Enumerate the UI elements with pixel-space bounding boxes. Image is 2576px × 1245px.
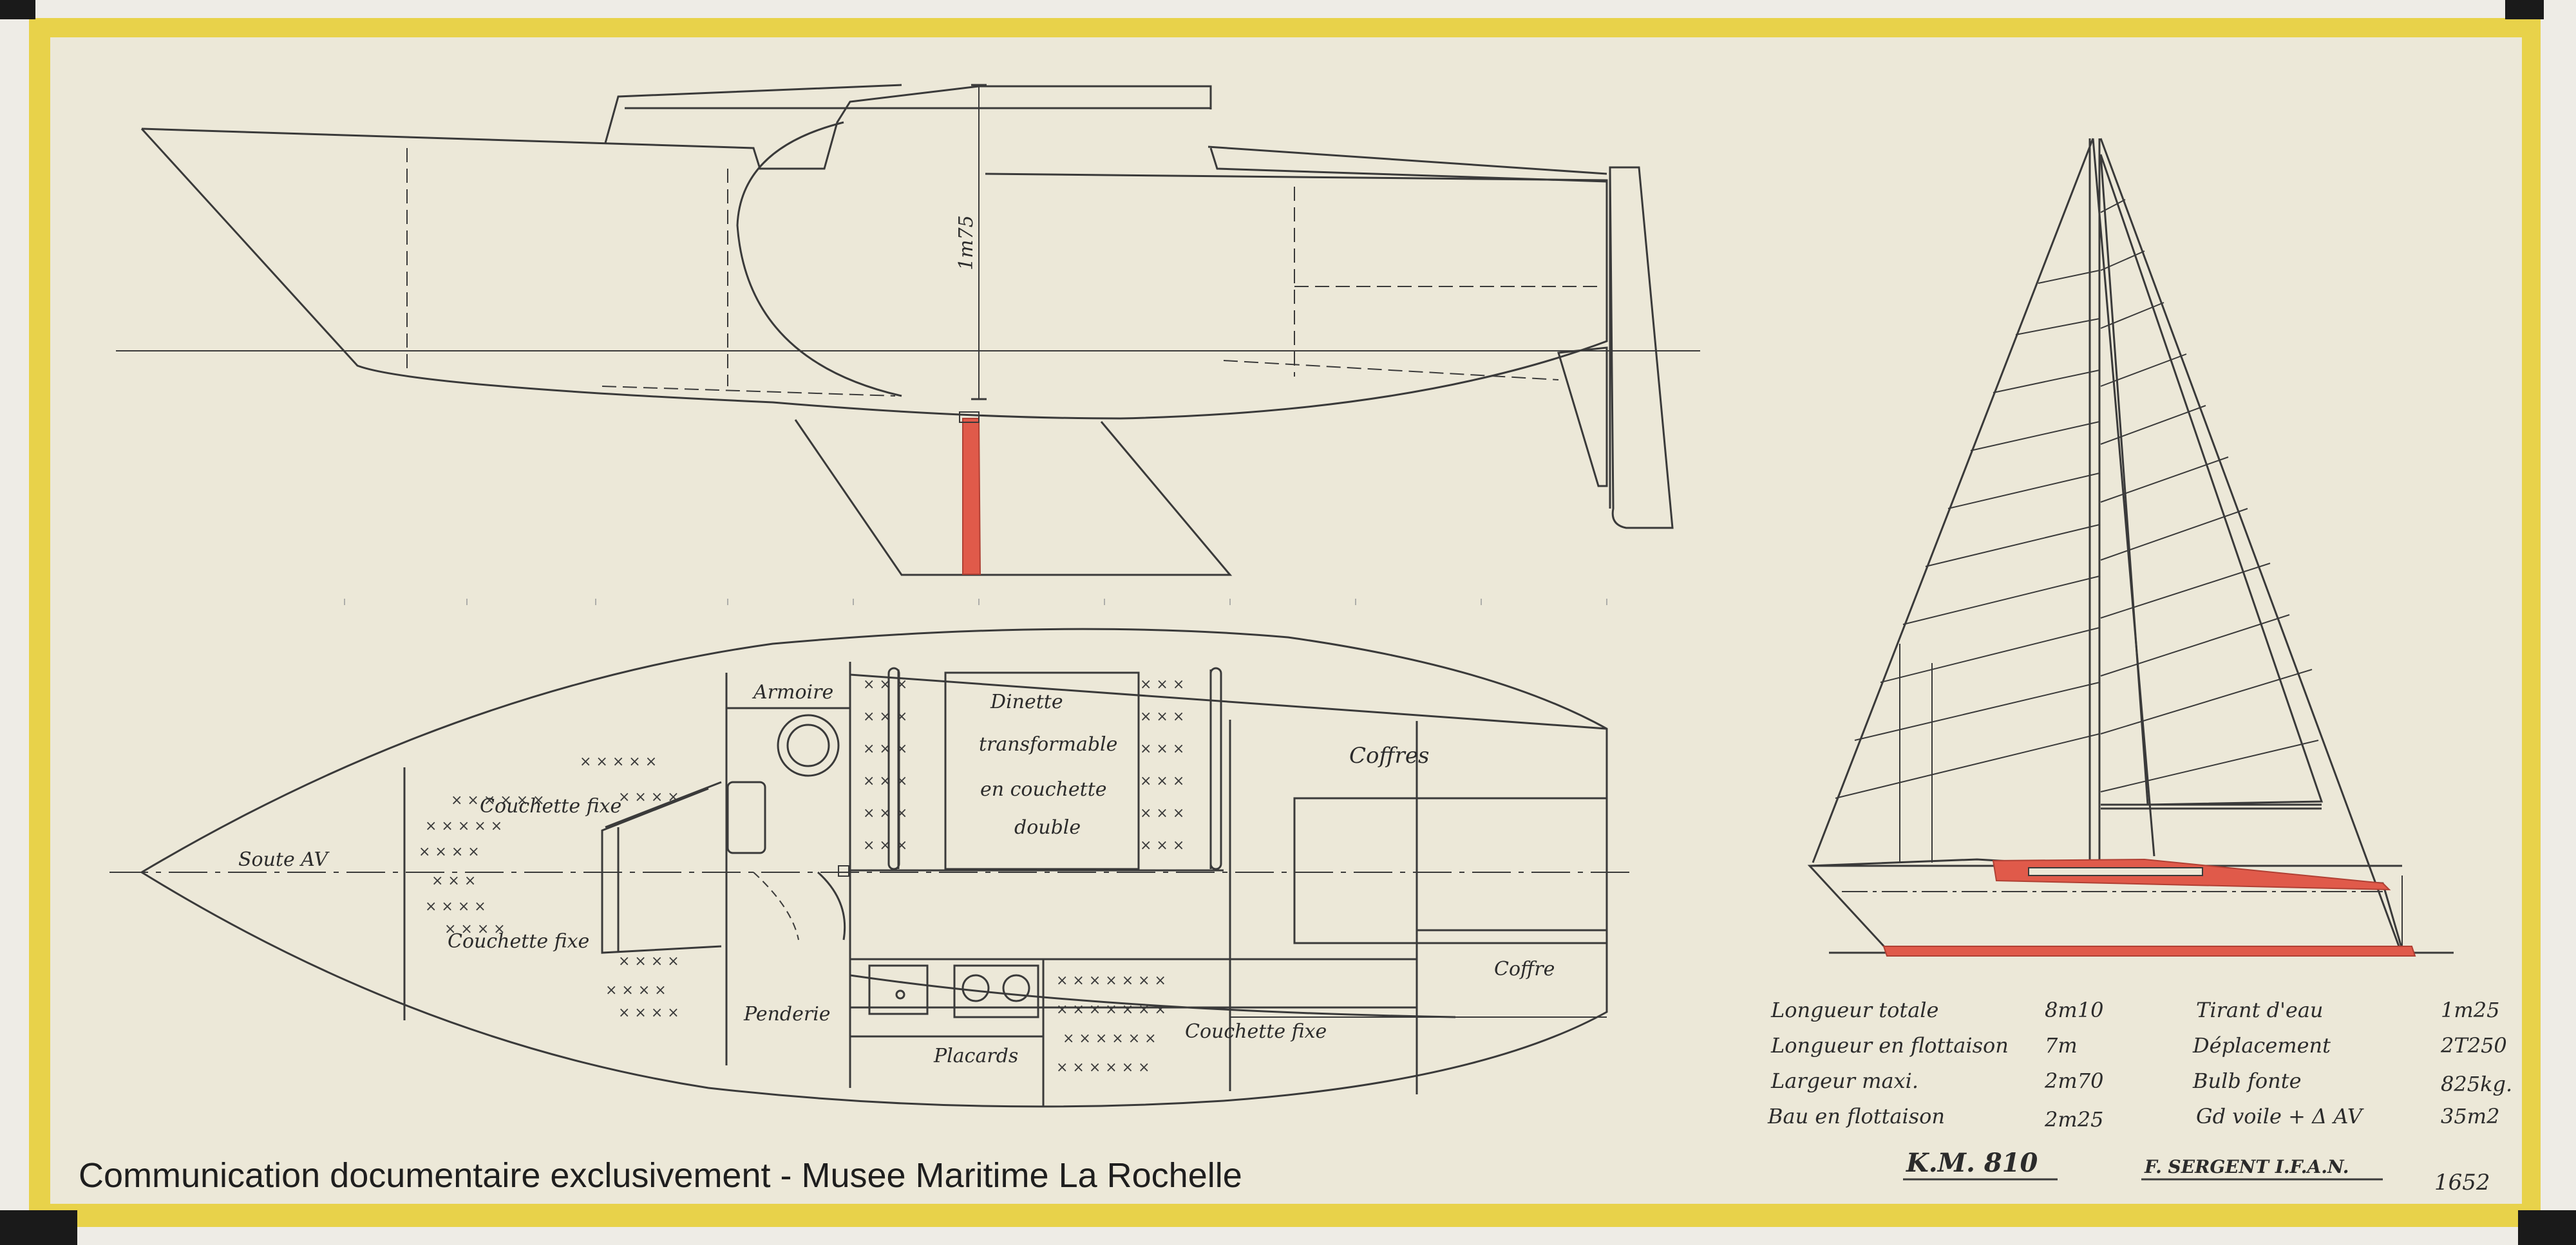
spec-right-label-3: Bulb fonte [2192,1069,2302,1093]
svg-text:× × × ×: × × × × [419,844,480,860]
couchette-fixe-lower-label: Couchette fixe [448,930,589,953]
cabin-height-label: 1m75 [955,215,978,270]
spec-right-value-3: 825kg. [2441,1072,2512,1096]
svg-text:× × × ×: × × × × [618,789,679,805]
svg-text:× × ×: × × × [1140,677,1184,693]
cushion-pattern: × × × × × × × × × × × × × × × × × × × × … [419,677,1184,1076]
armoire-label: Armoire [752,681,833,704]
svg-text:× × × ×: × × × × [425,899,486,915]
paper-sheet [50,37,2522,1204]
svg-text:× × ×: × × × [1140,805,1184,821]
spec-left-label-2: Longueur en flottaison [1770,1033,2009,1058]
svg-text:× × ×: × × × [863,805,907,821]
svg-text:× × ×: × × × [863,741,907,757]
spec-left-value-1: 8m10 [2045,998,2103,1022]
corner-clip-top-right [2505,0,2544,19]
museum-watermark: Communication documentaire exclusivement… [79,1156,1242,1195]
spec-right-label-2: Déplacement [2192,1033,2331,1058]
dinette-label-2: transformable [979,733,1117,756]
svg-text:× × × × ×: × × × × × [425,818,502,834]
svg-text:× × × ×: × × × × [618,1005,679,1021]
spec-left-value-4: 2m25 [2044,1107,2103,1132]
svg-text:× × ×: × × × [1140,773,1184,789]
svg-text:× × × × ×: × × × × × [580,754,657,770]
corner-clip-top-left [0,0,35,19]
svg-text:× × × ×: × × × × [618,953,679,969]
spec-left-value-2: 7m [2045,1033,2078,1058]
spec-right-value-2: 2T250 [2440,1033,2507,1058]
cabin-window [2028,867,2203,876]
soute-label: Soute AV [238,848,330,871]
svg-text:× × ×: × × × [1140,838,1184,854]
svg-text:× × ×: × × × [1140,741,1184,757]
coffres-label: Coffres [1349,743,1429,769]
placards-label: Placards [933,1045,1018,1067]
penderie-label: Penderie [743,1003,831,1025]
svg-text:× × × × × ×: × × × × × × [451,792,545,809]
svg-text:× × × ×: × × × × [605,982,667,998]
designer-name: F. SERGENT I.F.A.N. [2144,1156,2349,1177]
spec-left-label-4: Bau en flottaison [1767,1104,1945,1128]
svg-text:× × × × × × ×: × × × × × × × [1056,1002,1166,1018]
corner-clip-bottom-left [0,1210,77,1245]
coffre-label: Coffre [1494,958,1555,980]
side-profile-view [116,84,1700,605]
svg-text:× × ×: × × × [431,873,476,889]
couchette-fixe-right-label: Couchette fixe [1185,1020,1327,1043]
plan-view [109,628,1629,1108]
spec-left-label-1: Longueur totale [1770,998,1938,1022]
svg-text:× × ×: × × × [863,677,907,693]
svg-text:× × ×: × × × [1140,709,1184,725]
spec-right-value-4: 35m2 [2441,1104,2499,1128]
svg-text:× × ×: × × × [863,773,907,789]
keel-section-red [962,418,981,575]
plan-number: 1652 [2434,1170,2490,1195]
svg-text:× × × ×: × × × × [444,921,506,937]
spec-right-value-1: 1m25 [2441,998,2499,1022]
spec-left-value-3: 2m70 [2044,1069,2103,1093]
couchette-fixe-upper-label: Couchette fixe [480,795,621,818]
spec-right-label-4: Gd voile + Δ AV [2196,1104,2364,1128]
svg-text:× × ×: × × × [863,709,907,725]
svg-text:× × × × × × ×: × × × × × × × [1056,973,1166,989]
spec-left-label-3: Largeur maxi. [1770,1069,1918,1093]
specifications-table: Longueur totale 8m10 Longueur en flottai… [1767,998,2512,1132]
svg-text:× × ×: × × × [863,838,907,854]
corner-clip-bottom-right [2518,1210,2576,1245]
spec-right-label-1: Tirant d'eau [2196,998,2324,1022]
antifouling-red-fill [1882,946,2416,957]
dinette-label-1: Dinette [990,691,1063,713]
dinette-label-4: double [1014,816,1081,839]
svg-text:× × × × × ×: × × × × × × [1063,1031,1157,1047]
model-title: K.M. 810 [1906,1148,2038,1178]
svg-text:× × × × × ×: × × × × × × [1056,1060,1150,1076]
sail-hatching [1835,199,2319,799]
dinette-label-3: en couchette [980,778,1107,801]
